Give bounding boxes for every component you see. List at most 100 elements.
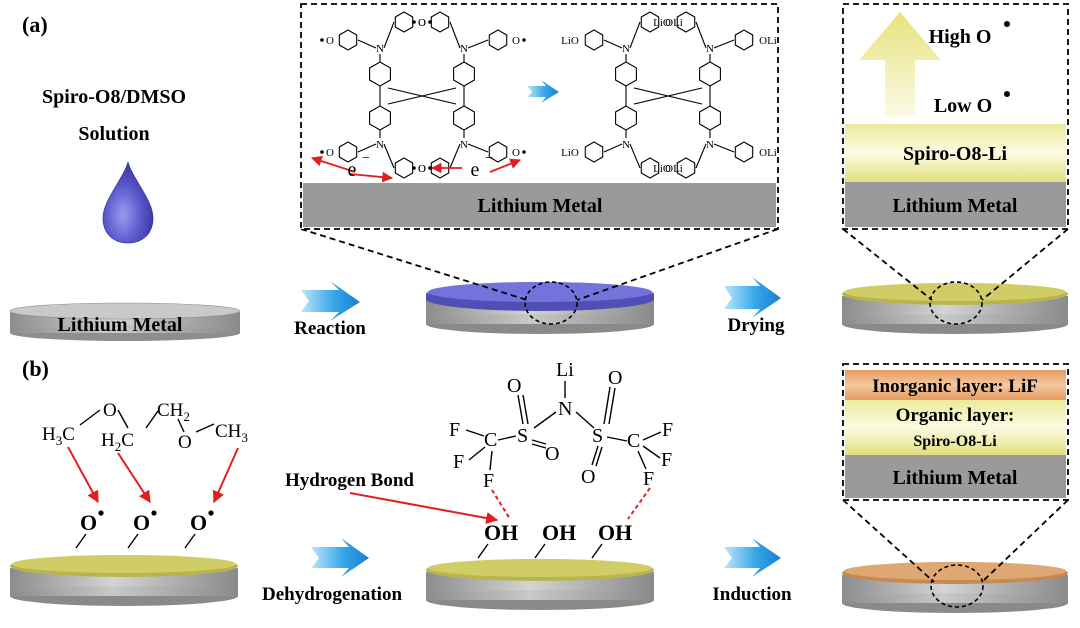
aryl-ring: [640, 157, 660, 179]
lithium-disk-coated-purple: [426, 281, 654, 334]
radical-attack-arrows: [67, 446, 239, 504]
hydroxyl-2: OH: [542, 520, 576, 545]
oxygen-terminal: O: [326, 147, 334, 159]
dme-molecule: H3C O H2C CH2 O CH3: [42, 400, 248, 454]
radical-dot: [522, 150, 526, 154]
oxygen-terminal: O: [512, 35, 520, 47]
lithium-disk-label: Lithium Metal: [58, 314, 183, 336]
zoom-lines-middle: [300, 228, 779, 301]
inset-lithium-label: Lithium Metal: [478, 195, 603, 217]
organic-layer: [845, 400, 1066, 455]
lithium-oxide-terminal: LiO: [561, 147, 579, 159]
electron-label-right: e: [471, 159, 480, 181]
organic-layer-label-line2: Spiro-O8-Li: [913, 433, 997, 450]
electron-label-left: e: [348, 159, 357, 181]
zoom-circle-middle: [524, 281, 578, 325]
oxygen-terminal: O: [418, 163, 426, 175]
tfsi-f-3: F: [483, 470, 494, 492]
ch2-label: CH: [157, 400, 184, 421]
oxygen-gradient-arrow-icon: [859, 12, 941, 117]
oxygen-terminal: O: [418, 17, 426, 29]
nitrogen-atom: N: [706, 43, 714, 55]
inset-dual-layer-sei: Inorganic layer: LiF Organic layer: Spir…: [842, 363, 1069, 501]
aryl-ring: [338, 141, 358, 163]
nitrogen-atom: N: [376, 139, 384, 151]
tfsi-o-left-bottom: O: [545, 443, 559, 465]
oxygen-terminal: O: [326, 35, 334, 47]
litfsi-molecule: Li N S S O O O O C C F F F F F F: [449, 359, 673, 520]
ch3-label: CH: [215, 421, 242, 442]
tfsi-s-left: S: [517, 425, 528, 447]
induction-arrow-icon: [724, 538, 781, 577]
spiro-o8-li-layer-label: Spiro-O8-Li: [903, 143, 1008, 165]
ether-oxygen-1: O: [103, 400, 117, 421]
tfsi-n: N: [558, 398, 572, 420]
solution-title-line2: Solution: [78, 123, 149, 145]
electron-transfer-left: e −: [310, 151, 394, 183]
aryl-ring: [734, 141, 754, 163]
hydroxyl-1: OH: [484, 520, 518, 545]
aryl-ring: [488, 141, 508, 163]
surface-hydroxyls: OH OH OH: [477, 520, 632, 559]
solution-droplet-icon: [102, 161, 154, 244]
solution-title-line1: Spiro-O8/DMSO: [42, 86, 186, 108]
organic-layer-label-line1: Organic layer:: [896, 405, 1015, 426]
spiro-o8-li-layer: [845, 124, 1066, 182]
reaction-step-label: Reaction: [294, 318, 366, 339]
tfsi-li: Li: [556, 359, 574, 381]
nitrogen-atom: N: [460, 43, 468, 55]
inset-sei-gradient: High O Low O Spiro-O8-Li Lithium Metal: [842, 3, 1069, 230]
nitrogen-atom: N: [622, 139, 630, 151]
disk-radical-surface: [10, 555, 238, 606]
disk-lif-surface: [842, 562, 1068, 613]
tfsi-c-right: C: [627, 430, 640, 452]
hydroxyl-3: OH: [598, 520, 632, 545]
inset-b-lithium-label: Lithium Metal: [893, 467, 1018, 489]
nitrogen-atom: N: [460, 139, 468, 151]
aryl-ring: [734, 29, 754, 51]
svg-text:CH3: CH3: [215, 421, 248, 445]
aryl-ring: [394, 157, 414, 179]
electron-charge-left: −: [362, 151, 370, 166]
inorganic-layer-label: Inorganic layer: LiF: [872, 376, 1038, 397]
radical-dot-low: [1004, 91, 1010, 97]
h2c-carbon: C: [121, 430, 134, 451]
drying-arrow-icon: [724, 277, 781, 318]
svg-text:H2C: H2C: [101, 430, 134, 454]
surface-radicals: O O O: [75, 510, 214, 549]
aryl-ring: [584, 141, 604, 163]
radical-dot: [412, 166, 416, 170]
zoom-circle-right-b: [930, 564, 984, 608]
aryl-ring: [640, 11, 660, 33]
nitrogen-atom: N: [622, 43, 630, 55]
svg-text:CH2: CH2: [157, 400, 190, 424]
lithium-disk-coated-yellow: [842, 281, 1068, 334]
reaction-arrow-icon: [301, 281, 360, 321]
panel-b-label: (b): [22, 356, 49, 381]
radical-oxygen-1: O: [80, 510, 97, 535]
aryl-ring: [676, 157, 696, 179]
inset-right-lithium-substrate: [845, 182, 1066, 227]
radical-dot: [320, 38, 324, 42]
induction-step-label: Induction: [712, 584, 792, 605]
radical-dot-3: [208, 510, 214, 516]
zoom-lines-right-b: [842, 499, 1069, 583]
tfsi-f-4: F: [662, 419, 673, 441]
hydrogen-bond-label: Hydrogen Bond: [285, 470, 414, 491]
electron-transfer-right: e −: [430, 151, 522, 181]
hydrogen-bond-right: [627, 487, 651, 520]
drying-step-label: Drying: [728, 315, 786, 336]
inset-right-lithium-label: Lithium Metal: [893, 195, 1018, 217]
oxygen-terminal: O: [418, 17, 426, 29]
gradient-low-label: Low O: [934, 95, 992, 117]
disk-hydroxyl-surface: [426, 559, 654, 610]
inset-b-lithium-substrate: [845, 455, 1066, 498]
lithium-disk-bare: Lithium Metal: [9, 302, 241, 341]
tfsi-f-5: F: [661, 449, 672, 471]
oxygen-terminal: O: [418, 163, 426, 175]
panel-a-label: (a): [22, 12, 48, 37]
ether-oxygen-2: O: [178, 432, 192, 453]
